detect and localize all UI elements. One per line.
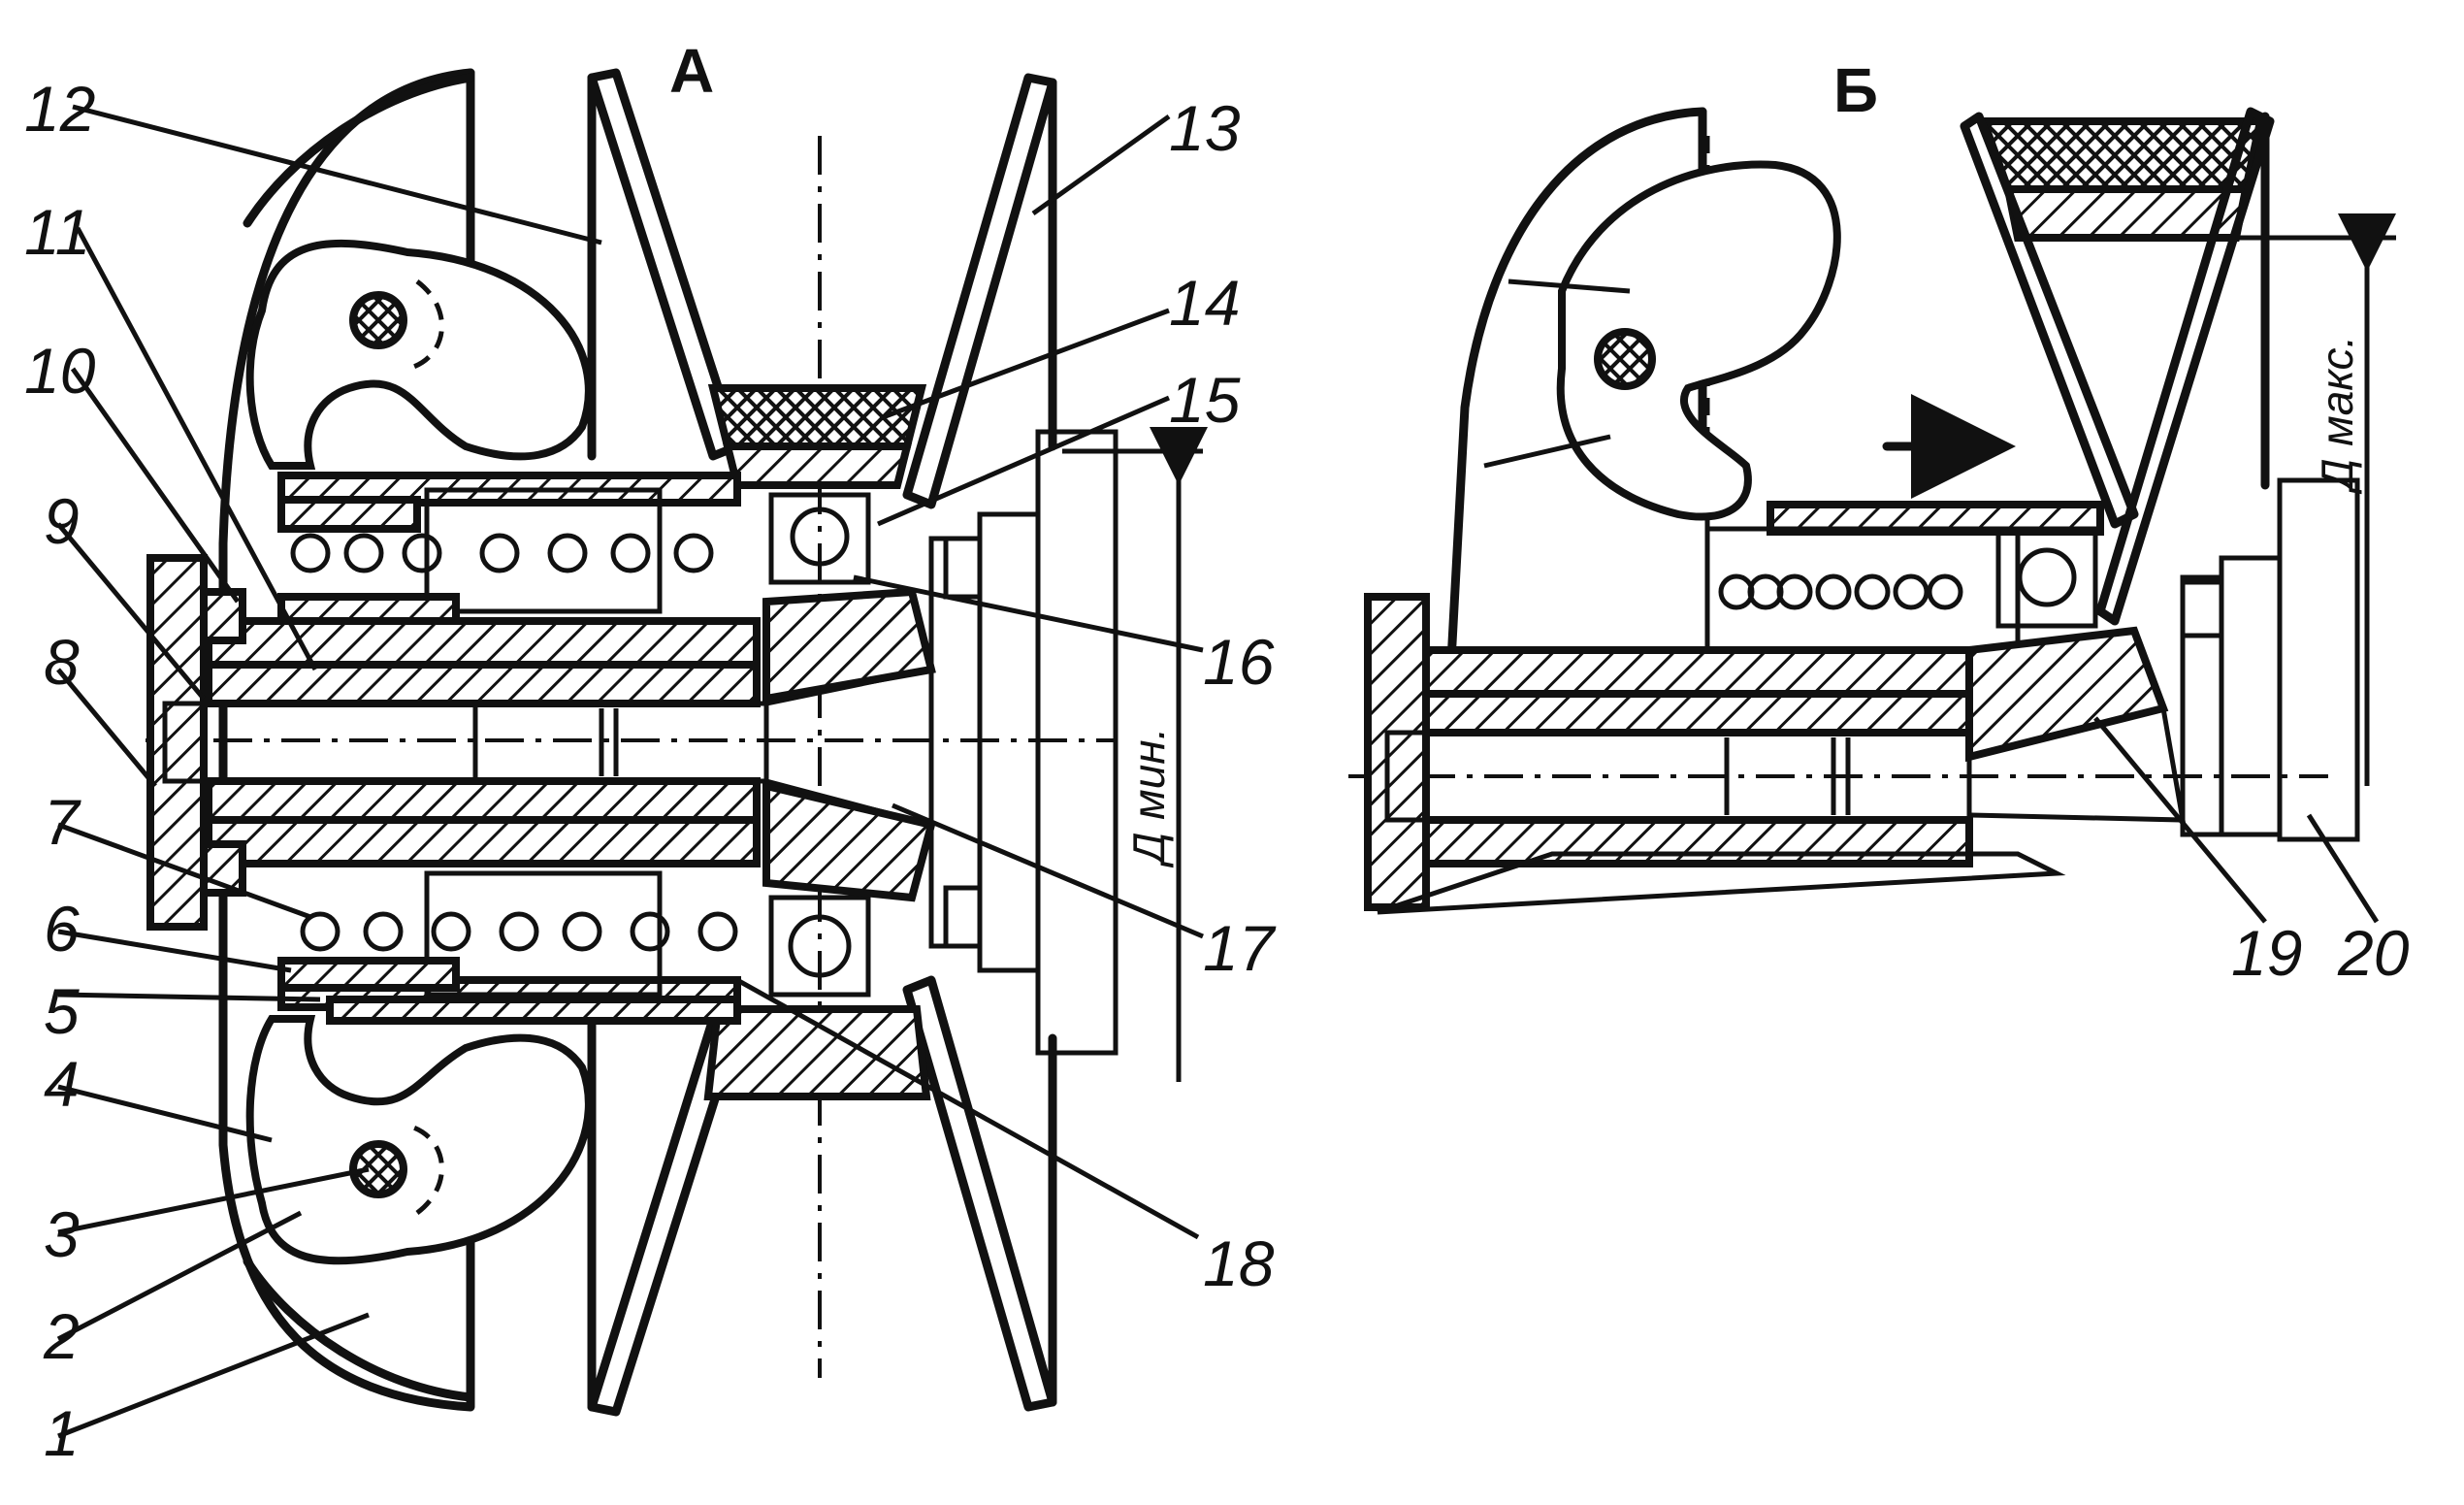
dim-max-label: Д макс. (2312, 336, 2362, 495)
end-cap-b (1364, 593, 1430, 911)
part-label-7: 7 (44, 786, 81, 858)
part-label-13: 13 (1169, 92, 1241, 164)
belt-cord-upper (722, 442, 913, 489)
broken-edge-b (1377, 851, 2066, 915)
axle-bolt-b (1384, 730, 1972, 823)
housing-inner-upper (243, 73, 475, 228)
part-numbers-a: 12 11 10 9 8 7 6 5 4 3 2 1 13 14 15 16 1… (24, 73, 1277, 1469)
flange-bolt-lower (943, 885, 983, 949)
spring-b (1718, 573, 1963, 610)
part-label-17: 17 (1203, 912, 1277, 984)
flange-bolt-upper (943, 536, 983, 600)
flyweight-upper (245, 239, 593, 470)
engine-flange (1035, 429, 1119, 1056)
flange-hub-b (2219, 555, 2283, 837)
part-label-18: 18 (1203, 1227, 1275, 1299)
spring-upper (290, 533, 714, 573)
part-label-16: 16 (1203, 626, 1275, 698)
hub-upper (762, 587, 936, 703)
part-label-12: 12 (24, 73, 95, 145)
shaft-tube-b (1422, 646, 1973, 698)
dim-min-label: Д мин. (1123, 728, 1174, 868)
flyweight-b (1556, 160, 1841, 521)
inner-bush-b (1422, 690, 1973, 736)
bearing-lower (768, 895, 871, 998)
axle-bolt (162, 701, 769, 784)
part-label-6: 6 (44, 893, 80, 965)
spring-seat-lower (277, 957, 460, 992)
housing-shell-b (1445, 107, 1707, 684)
spring-seat-upper (277, 496, 421, 533)
part-label-4: 4 (44, 1048, 80, 1120)
part-label-14: 14 (1169, 267, 1240, 339)
leaders-a (56, 104, 1204, 1439)
bearing-b (1995, 526, 2098, 629)
inner-bush-upper (205, 661, 761, 707)
inner-bush-lower (205, 777, 761, 824)
part-label-20: 20 (2337, 917, 2410, 989)
part-label-8: 8 (44, 626, 80, 698)
spring-cavity-upper (424, 487, 663, 614)
housing-rib-b-2 (1483, 434, 1611, 469)
flange-plate-b (2180, 579, 2224, 837)
flyweight-hidden-upper (406, 279, 444, 372)
movable-sheave-b (1960, 112, 2139, 529)
part-label-3: 3 (44, 1198, 80, 1270)
part-numbers-b: 19 20 (2231, 917, 2410, 989)
spring-lower (300, 911, 738, 952)
part-label-19: 19 (2231, 917, 2302, 989)
spring-cavity-lower (424, 870, 663, 998)
bearing-ball-upper (790, 507, 850, 567)
sleeve-guide-lower (326, 996, 741, 1025)
part-label-15: 15 (1169, 364, 1241, 436)
view-a: Д мин. А (146, 36, 1208, 1417)
part-label-9: 9 (44, 485, 80, 557)
flyweight-pivot-lower (349, 1140, 407, 1198)
flyweight-lower (245, 1015, 593, 1265)
crank-taper-b (1968, 704, 2186, 823)
part-label-1: 1 (44, 1397, 80, 1469)
shaft-tube-lower (205, 816, 761, 867)
leaders-b (2093, 716, 2380, 924)
flange-bolt-b (2180, 574, 2224, 638)
engine-flange-b (2277, 477, 2360, 842)
belt-cord-b (2003, 185, 2251, 242)
flyweight-pivot-b (1594, 328, 1656, 390)
end-cap (146, 554, 208, 931)
belt-section-lower (703, 1005, 931, 1100)
shaft-tube-b-lower (1422, 816, 1973, 867)
part-label-5: 5 (44, 975, 80, 1047)
fixed-sheave-lower (902, 975, 1057, 1412)
belt-section-upper (707, 384, 927, 450)
fixed-sheave-upper (902, 73, 1057, 509)
flyweight-pivot-upper (349, 291, 407, 349)
flyweight-hidden-lower (406, 1123, 444, 1215)
belt-section-b (1978, 117, 2265, 193)
housing-rib-b (1508, 278, 1631, 294)
view-b-title: Б (1833, 55, 1878, 125)
view-b: Д макс. Б (1348, 55, 2396, 915)
bearing-ball-lower (788, 914, 852, 978)
bearing-upper (768, 492, 871, 585)
part-label-2: 2 (43, 1300, 80, 1372)
hub-b (1965, 626, 2169, 763)
part-label-11: 11 (24, 196, 91, 268)
part-label-10: 10 (24, 335, 96, 407)
housing-inner-lower (243, 1257, 475, 1402)
view-a-title: А (669, 36, 714, 106)
bearing-ball-b (2017, 547, 2077, 607)
